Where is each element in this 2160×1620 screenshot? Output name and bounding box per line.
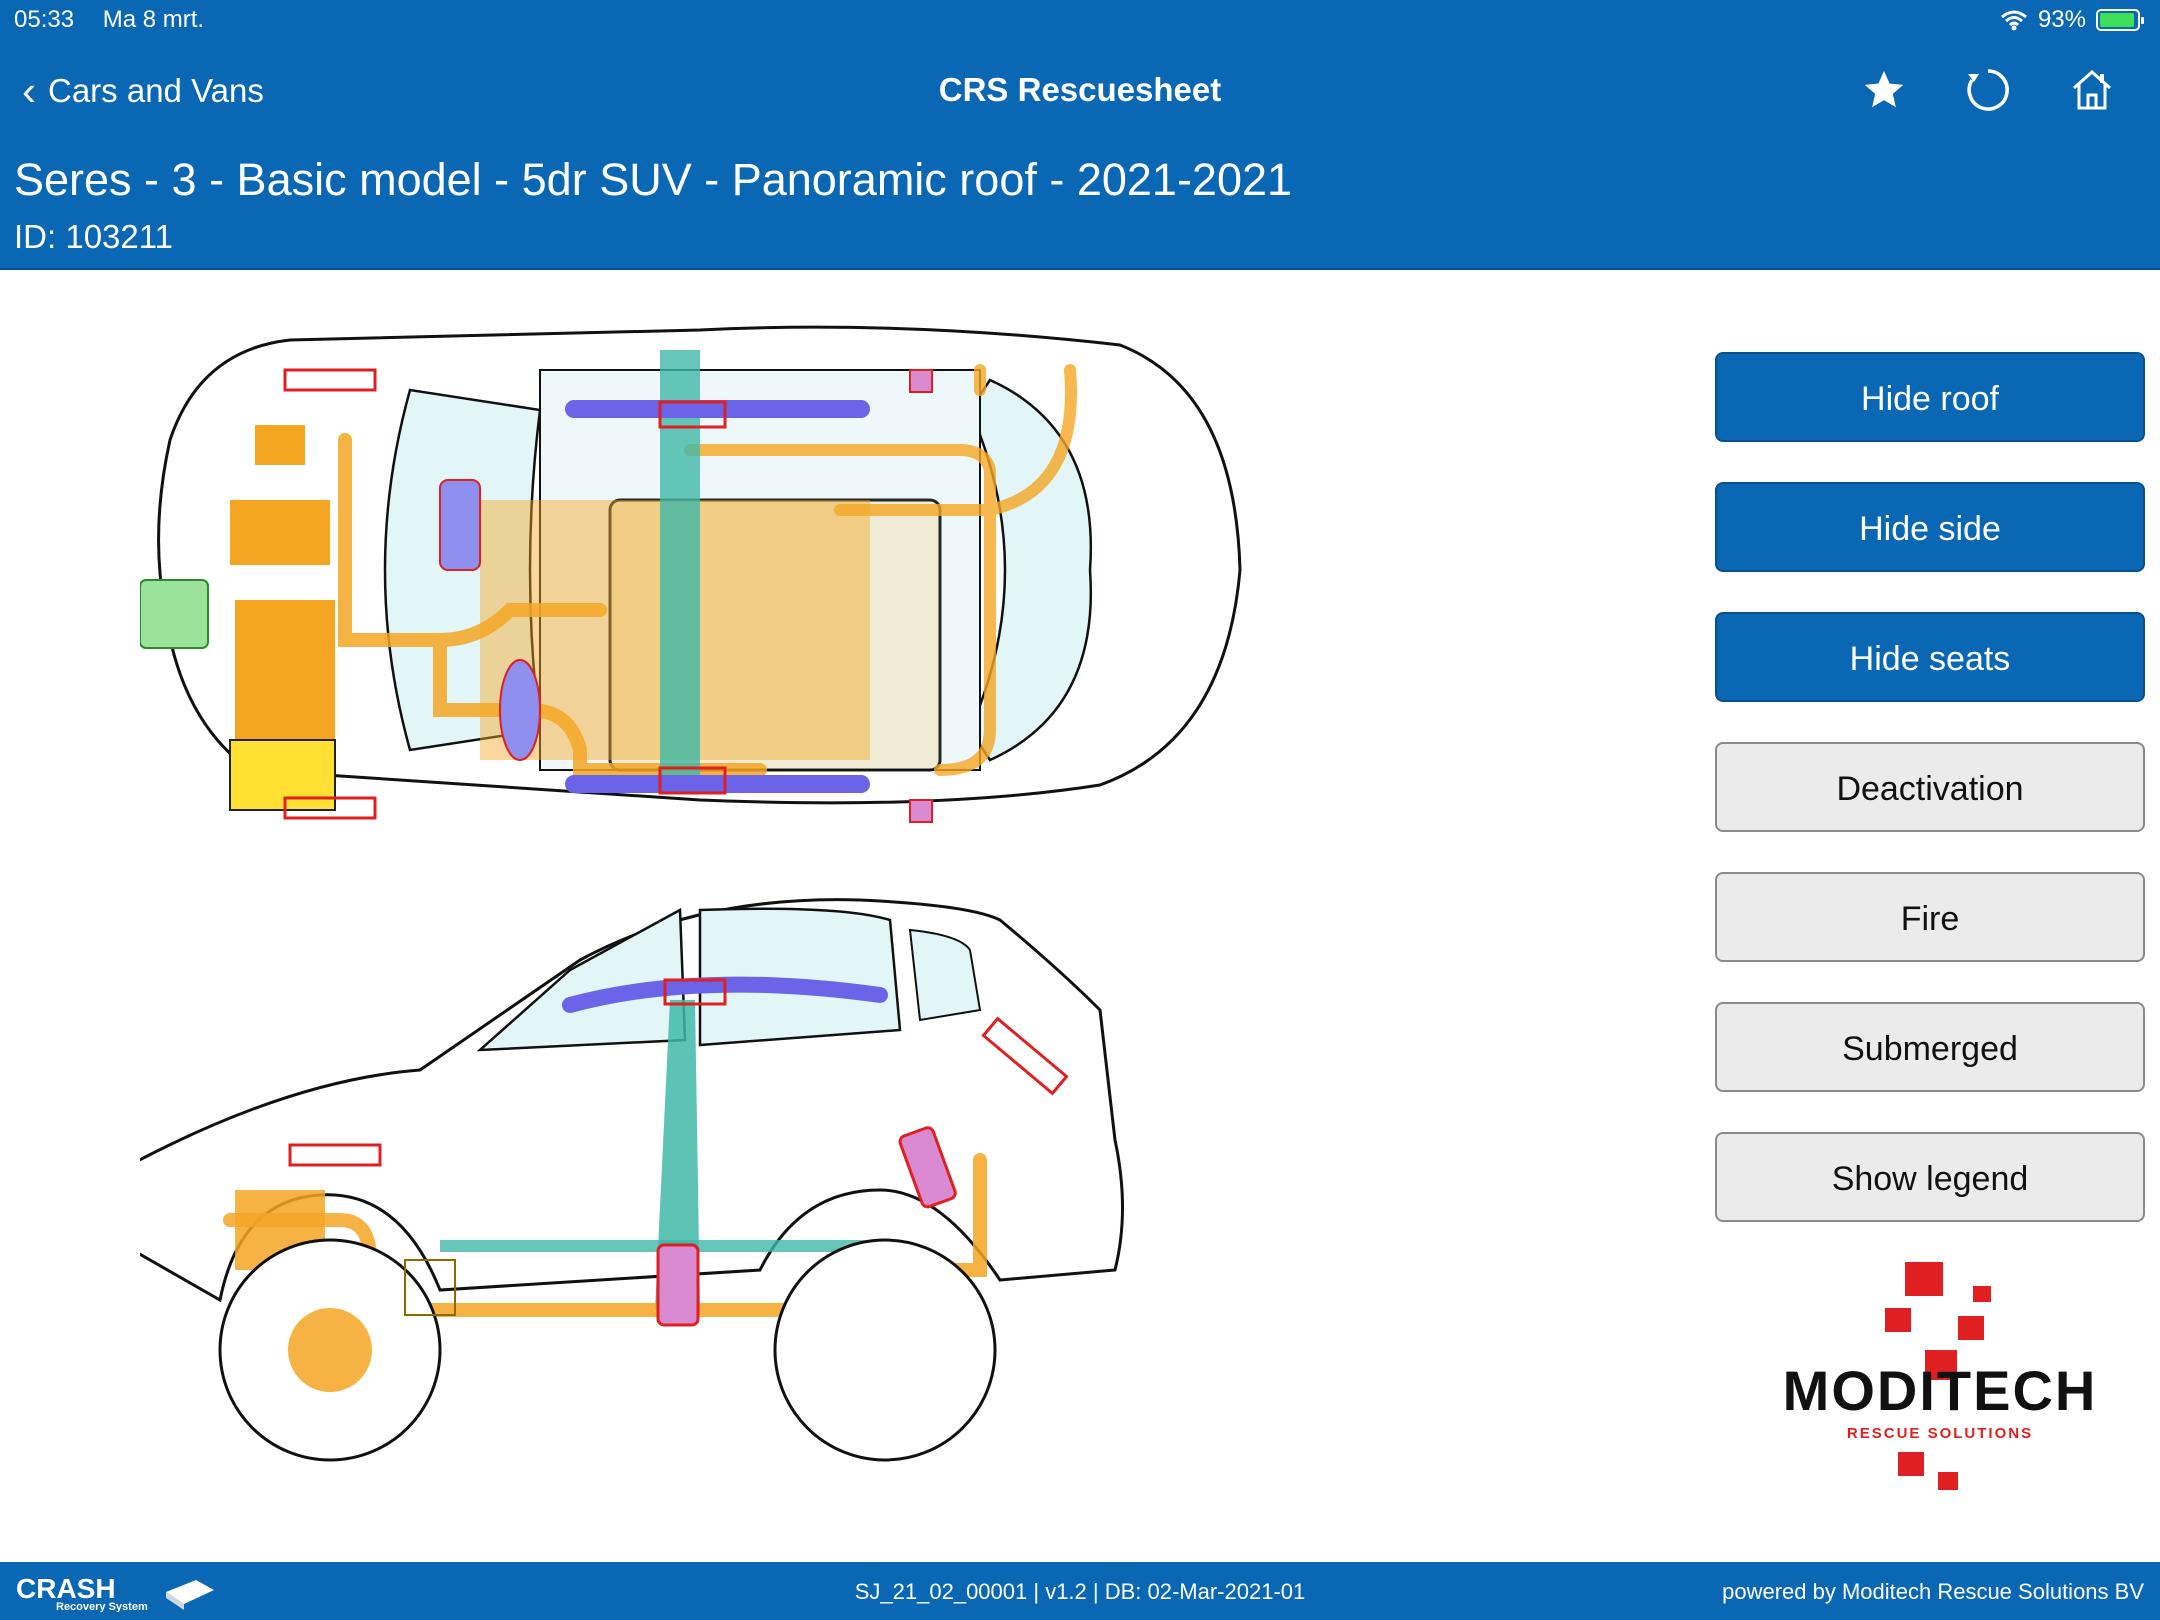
star-icon [1864, 70, 1904, 108]
seatbelt-tensioner-right [909, 799, 933, 823]
control-panel: Hide roof Hide side Hide seats Deactivat… [1715, 352, 2145, 1262]
vehicle-header: Seres - 3 - Basic model - 5dr SUV - Pano… [0, 140, 2160, 270]
roof-airbag-side [562, 976, 888, 1013]
roof-inflator-side [663, 978, 727, 1006]
fire-button[interactable]: Fire [1715, 872, 2145, 962]
wifi-icon [2000, 10, 2027, 31]
nav-actions [1856, 62, 2120, 118]
crash-logo-icon: CRASH Recovery System [16, 1573, 214, 1613]
submerged-button[interactable]: Submerged [1715, 1002, 2145, 1092]
logo-tagline: RESCUE SOLUTIONS [1847, 1425, 2033, 1442]
steering-airbag-top [439, 479, 481, 571]
vehicle-title: Seres - 3 - Basic model - 5dr SUV - Pano… [14, 154, 1293, 205]
refresh-button[interactable] [1960, 62, 2016, 118]
hide-side-button[interactable]: Hide side [1715, 482, 2145, 572]
status-date: Ma 8 mrt. [102, 6, 205, 33]
airbag-inflator-right [658, 766, 727, 795]
12v-battery-side [404, 1259, 456, 1316]
side-front-window [476, 907, 687, 1052]
car-side-view [140, 898, 1124, 1462]
favorite-button[interactable] [1856, 62, 1912, 118]
battery-percent: 93% [2037, 6, 2086, 33]
status-bar: 05:33 Ma 8 mrt. 93% [0, 0, 2160, 40]
rear-seatbelt-side [898, 1126, 957, 1209]
logo-wordmark: MODITECH [1783, 1359, 2098, 1422]
build-info: SJ_21_02_00001 | v1.2 | DB: 02-Mar-2021-… [854, 1579, 1306, 1604]
gas-strut-front-left [283, 368, 377, 392]
seatbelt-tensioner-left [909, 369, 933, 393]
gas-strut-front-right [283, 796, 377, 820]
side-rear-window [698, 907, 902, 1047]
rescue-sheet-diagram [140, 325, 1242, 1462]
moditech-logo: MODITECH RESCUE SOLUTIONS [1783, 1262, 2098, 1490]
back-label: Cars and Vans [48, 72, 264, 109]
car-top-view [140, 325, 1242, 823]
show-legend-button[interactable]: Show legend [1715, 1132, 2145, 1222]
home-button[interactable] [2064, 62, 2120, 118]
brand-subtitle: Recovery System [56, 1601, 148, 1612]
top-rear-window [968, 378, 1093, 762]
footer: CRASH Recovery System SJ_21_02_00001 | v… [0, 1562, 2160, 1620]
sill-reinforcement-side [440, 1240, 870, 1252]
top-hv-cable-rear [684, 364, 1077, 776]
status-left: 05:33 Ma 8 mrt. [14, 6, 226, 34]
status-right: 93% [2000, 6, 2144, 34]
gas-strut-hood-side [288, 1143, 382, 1167]
refresh-icon [1967, 69, 2009, 111]
hood-release-icon [140, 579, 209, 649]
hide-roof-button[interactable]: Hide roof [1715, 352, 2145, 442]
front-wheel-hv-motor [288, 1308, 372, 1392]
b-pillar-reinforcement-side [655, 1000, 700, 1310]
chevron-left-icon: ‹ [22, 67, 36, 114]
gas-strut-tailgate-side [981, 1016, 1069, 1096]
hide-seats-button[interactable]: Hide seats [1715, 612, 2145, 702]
brand-name: CRASH [16, 1573, 116, 1604]
curtain-airbag-left-top [565, 400, 870, 418]
home-icon [2073, 69, 2111, 110]
hv-component-2 [230, 500, 330, 565]
seatbelt-pretensioner-side [656, 1243, 700, 1327]
status-time: 05:33 [14, 6, 75, 33]
airbag-inflator-left [658, 400, 727, 429]
passenger-airbag-top [499, 659, 541, 761]
back-button[interactable]: ‹ Cars and Vans [22, 70, 264, 112]
a-pillar-reinforcement-top [660, 350, 700, 790]
powered-by: powered by Moditech Rescue Solutions BV [1722, 1579, 2144, 1604]
crash-brand: CRASH Recovery System [16, 1572, 216, 1618]
side-quarter-window [908, 928, 982, 1022]
rear-wheel [773, 1238, 997, 1462]
deactivation-button[interactable]: Deactivation [1715, 742, 2145, 832]
curtain-airbag-right-top [565, 775, 870, 793]
vehicle-id: ID: 103211 [14, 218, 174, 255]
nav-title: CRS Rescuesheet [938, 71, 1222, 108]
battery-icon [2096, 9, 2144, 31]
navigation-bar: ‹ Cars and Vans CRS Rescuesheet [0, 40, 2160, 140]
hv-component-3 [235, 600, 335, 760]
hv-component-1 [255, 425, 305, 465]
